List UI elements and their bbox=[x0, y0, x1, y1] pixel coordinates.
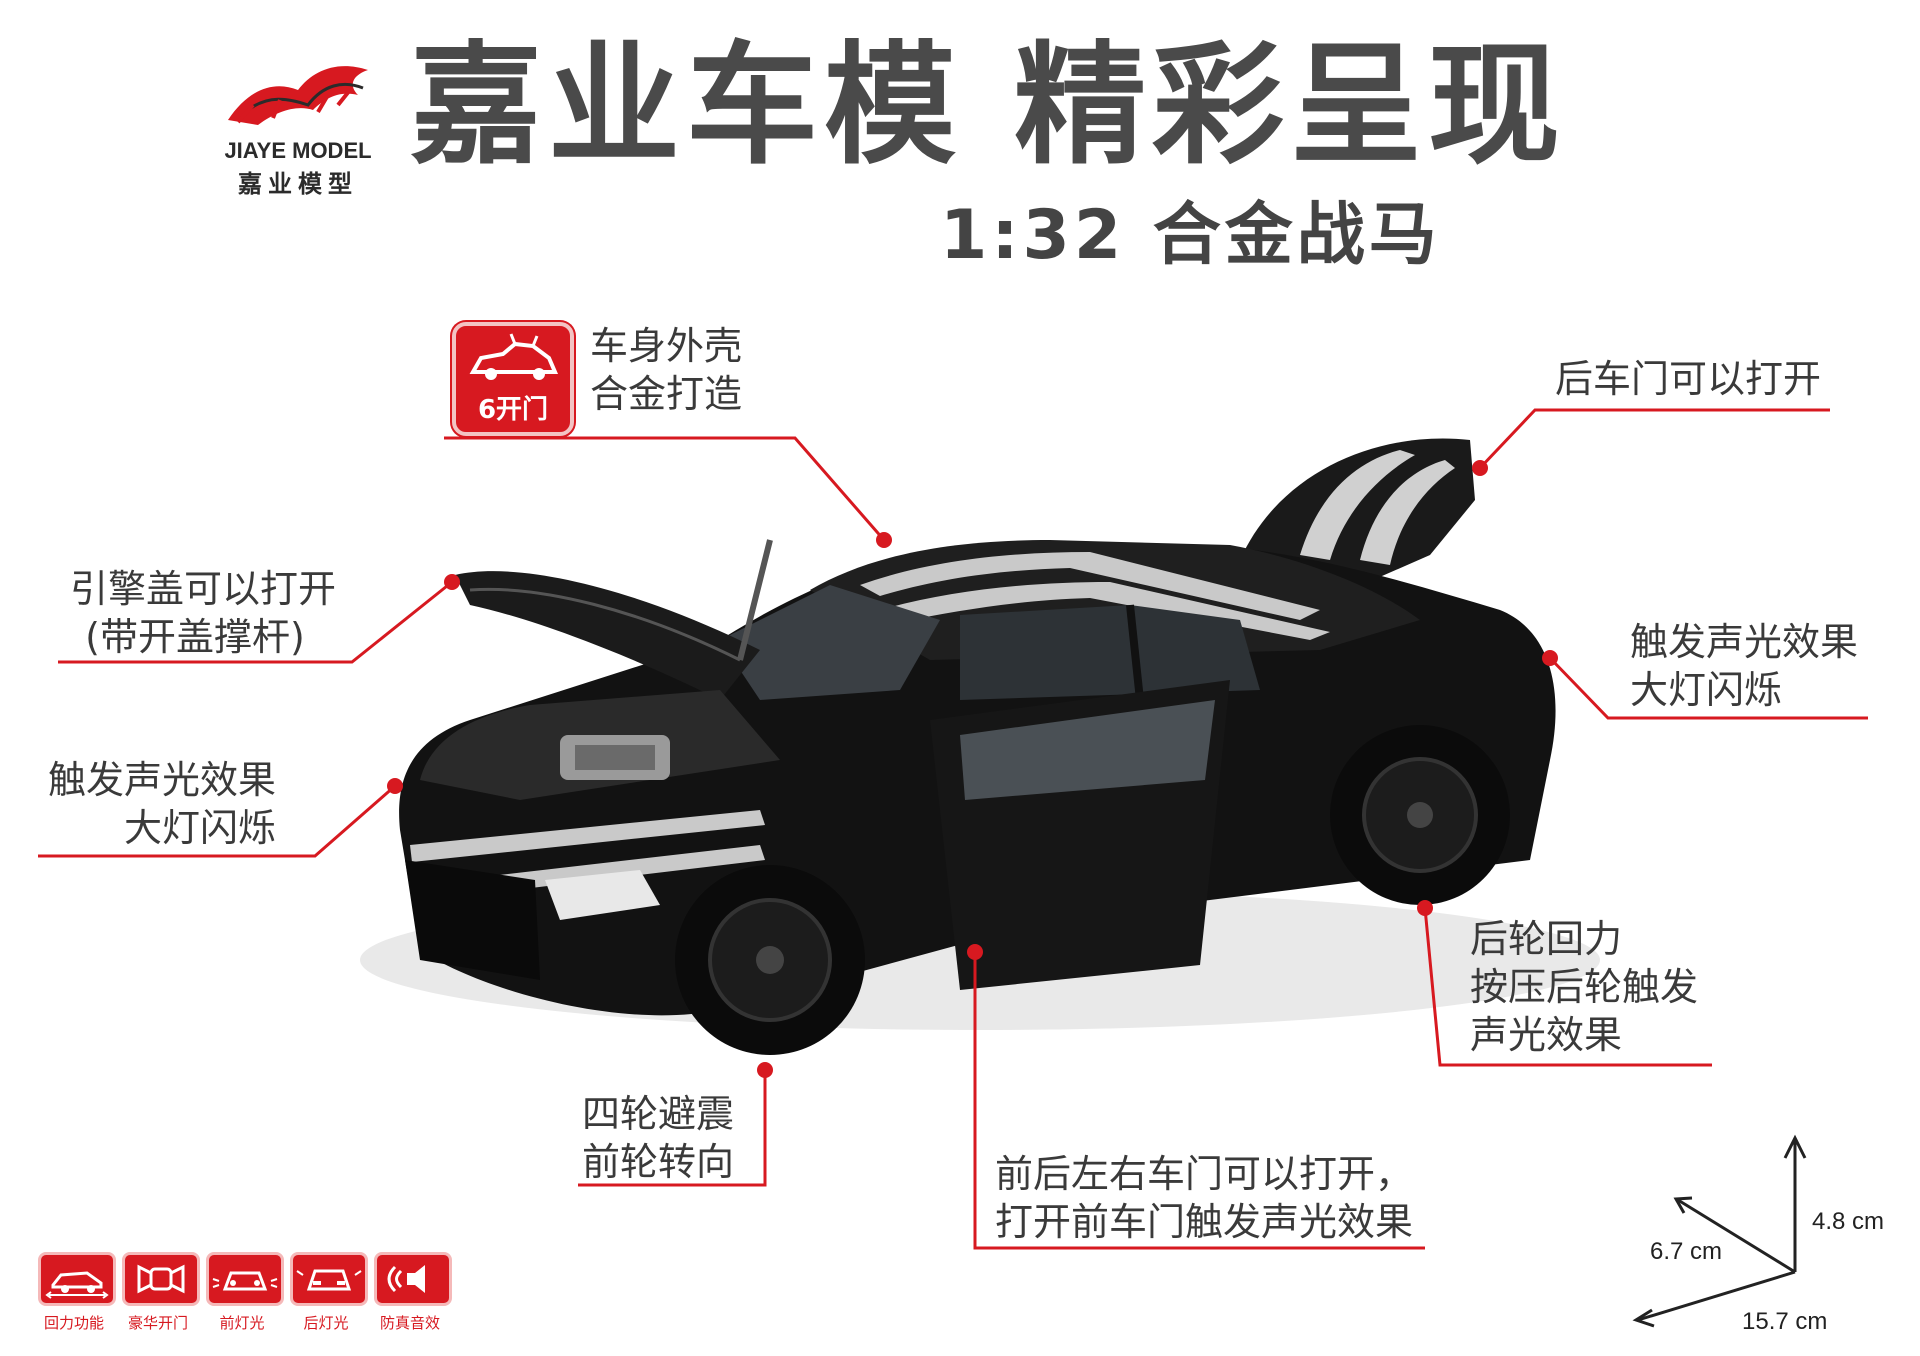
car-doors-icon bbox=[469, 333, 559, 380]
feature-doors: 豪华开门 bbox=[122, 1252, 203, 1333]
feature-label: 回力功能 bbox=[43, 1314, 104, 1332]
front-wheel bbox=[675, 865, 865, 1055]
callout-body-shell: 车身外壳 合金打造 bbox=[590, 324, 743, 416]
dimension-arrows bbox=[1632, 1134, 1807, 1328]
callout-trunk: 后车门可以打开 bbox=[1555, 357, 1822, 401]
dimension-width: 6.7 cm bbox=[1650, 1238, 1723, 1265]
dot-pullback bbox=[1417, 900, 1433, 916]
feature-label: 防真音效 bbox=[379, 1314, 440, 1332]
feature-label: 后灯光 bbox=[303, 1314, 349, 1332]
rear-light-icon bbox=[290, 1252, 368, 1306]
dot-trunk bbox=[1472, 460, 1488, 476]
leader-hood bbox=[58, 580, 453, 664]
horses-logo-icon bbox=[228, 66, 368, 125]
feature-front-light: 前灯光 bbox=[206, 1252, 287, 1333]
logo-text-cn: 嘉业模型 bbox=[238, 171, 358, 198]
feature-rear-light: 后灯光 bbox=[290, 1252, 371, 1333]
pullback-car-icon bbox=[38, 1252, 116, 1306]
leader-doors bbox=[973, 952, 1425, 1250]
leader-pullback bbox=[1423, 907, 1712, 1067]
dot-hood bbox=[444, 574, 460, 590]
sound-icon bbox=[374, 1252, 452, 1306]
callout-suspension: 四轮避震 前轮转向 bbox=[582, 1092, 735, 1184]
callout-doors: 前后左右车门可以打开， 打开前车门触发声光效果 bbox=[995, 1152, 1414, 1244]
callout-rear-lights: 触发声光效果 大灯闪烁 bbox=[1630, 620, 1859, 712]
feature-label: 前灯光 bbox=[219, 1314, 265, 1332]
badge-label: 6开门 bbox=[477, 395, 549, 425]
leader-trunk bbox=[1478, 408, 1830, 470]
callout-pullback: 后轮回力 按压后轮触发 声光效果 bbox=[1470, 917, 1699, 1057]
feature-label: 豪华开门 bbox=[127, 1314, 188, 1332]
page-title: 嘉业车模 精彩呈现 bbox=[410, 29, 1566, 183]
front-light-icon bbox=[206, 1252, 284, 1306]
dot-rear-lights bbox=[1542, 650, 1558, 666]
six-doors-badge: 6开门 bbox=[452, 322, 574, 436]
open-door-icon bbox=[122, 1252, 200, 1306]
dot-suspension bbox=[757, 1062, 773, 1078]
leader-front-lights bbox=[38, 784, 396, 858]
page-subtitle: 1:32 合金战马 bbox=[940, 196, 1441, 275]
logo-text-en: JIAYE MODEL bbox=[224, 138, 372, 163]
feature-sound: 防真音效 bbox=[374, 1252, 455, 1333]
leader-suspension bbox=[578, 1070, 767, 1187]
dimension-length: 15.7 cm bbox=[1742, 1308, 1828, 1335]
dot-doors bbox=[967, 944, 983, 960]
leader-body-shell bbox=[444, 436, 886, 541]
dimension-height: 4.8 cm bbox=[1812, 1208, 1885, 1235]
brand-logo: JIAYE MODEL 嘉业模型 bbox=[218, 50, 378, 198]
feature-row: 回力功能 豪华开门 前灯光 后灯光 防真音效 bbox=[38, 1252, 458, 1332]
rear-wheel bbox=[1330, 725, 1510, 905]
callout-front-lights: 触发声光效果 大灯闪烁 bbox=[47, 758, 276, 850]
dot-front-lights bbox=[387, 778, 403, 794]
leader-rear-lights bbox=[1548, 656, 1868, 720]
feature-pullback: 回力功能 bbox=[38, 1252, 119, 1333]
callout-hood: 引擎盖可以打开 (带开盖撑杆) bbox=[70, 567, 337, 659]
dot-body-shell bbox=[876, 532, 892, 548]
